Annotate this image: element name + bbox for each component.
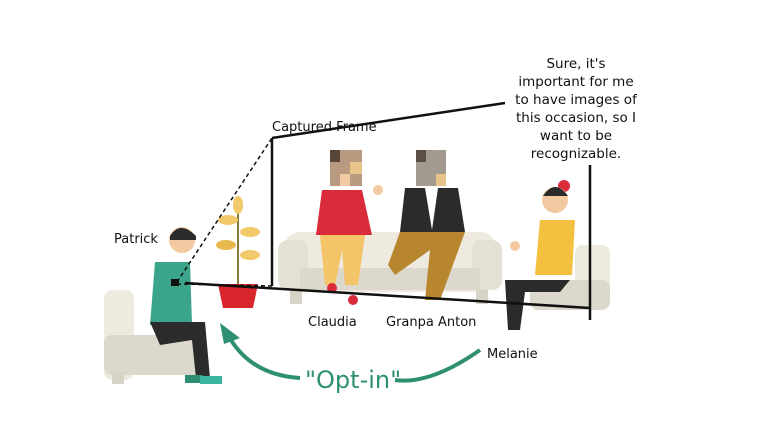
plant xyxy=(216,196,260,308)
opt-in-arrow xyxy=(394,348,482,383)
claudia-label: Claudia xyxy=(308,315,357,330)
claudia-figure xyxy=(316,150,372,305)
svg-text:recognizable.: recognizable. xyxy=(531,146,621,162)
svg-text:Sure, it's: Sure, it's xyxy=(546,56,605,72)
svg-text:to have images of: to have images of xyxy=(515,92,638,108)
captured-frame-label: Captured Frame xyxy=(272,120,377,135)
patrick-label: Patrick xyxy=(114,232,158,247)
svg-text:important for me: important for me xyxy=(518,74,633,90)
svg-text:want to be: want to be xyxy=(540,128,612,144)
melanie-figure xyxy=(505,180,610,330)
patrick-figure xyxy=(104,227,222,384)
svg-text:this occasion, so I: this occasion, so I xyxy=(516,110,636,126)
captured-frame xyxy=(176,101,592,320)
grandpa-anton-figure xyxy=(373,150,465,300)
arrow-head-icon xyxy=(220,323,240,344)
grandpa-label: Granpa Anton xyxy=(386,315,476,330)
opt-in-label: "Opt-in" xyxy=(305,366,401,394)
speech-bubble-text: Sure, it's important for me to have imag… xyxy=(515,56,638,162)
melanie-label: Melanie xyxy=(487,347,538,362)
camera-icon xyxy=(171,279,179,286)
sofa xyxy=(278,232,502,304)
